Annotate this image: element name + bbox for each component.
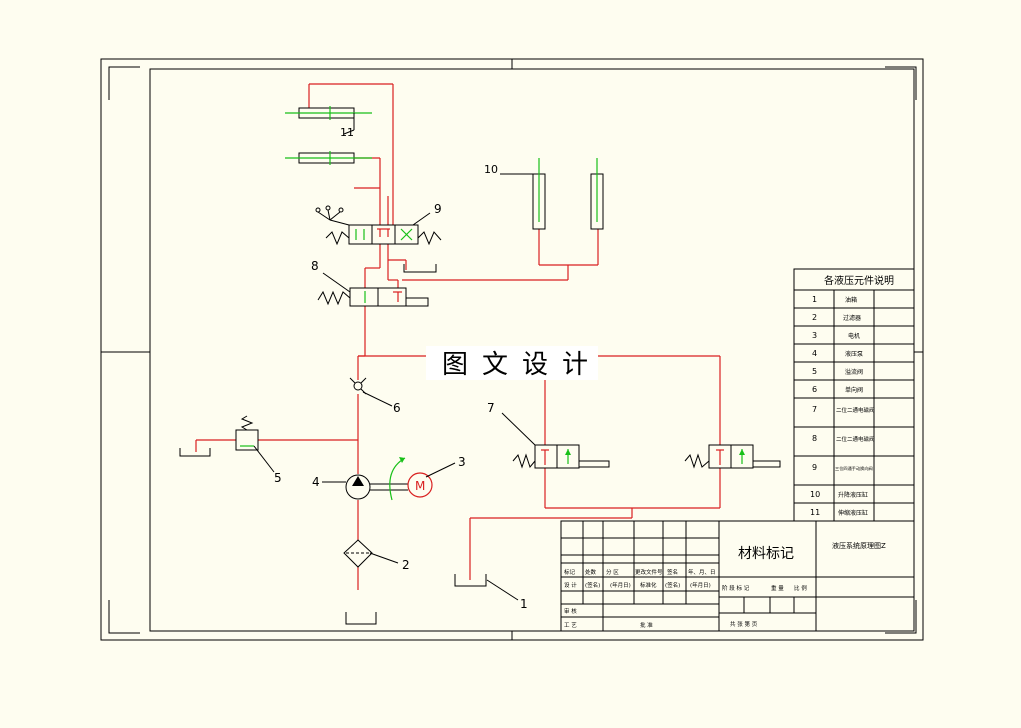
legend-name: 单向阀: [845, 386, 863, 394]
label-1: 1: [520, 597, 528, 611]
legend-num: 3: [812, 331, 817, 340]
label-6: 6: [393, 401, 401, 415]
frame-marks: [101, 59, 923, 640]
tb-header: 标记: [564, 568, 576, 576]
tb-header: 年、月、日: [688, 568, 716, 576]
legend-name: 二位二通电磁阀: [836, 406, 875, 414]
tank-symbols: [179, 264, 487, 625]
component-legend: 各液压元件说明 1 油箱 2 过滤器 3 电机 4 液压泵 5 溢流阀 6 单向…: [793, 268, 915, 522]
legend-name: 液压泵: [845, 350, 863, 358]
cylinders-11-symbol: [285, 106, 372, 165]
legend-num: 9: [812, 463, 817, 472]
label-7: 7: [487, 401, 495, 415]
tb-approve: 批 准: [640, 621, 653, 629]
material-mark: 材料标记: [738, 546, 794, 562]
label-4: 4: [312, 475, 320, 489]
label-8: 8: [311, 259, 319, 273]
valve-8-symbol: [317, 287, 429, 307]
label-3: 3: [458, 455, 466, 469]
pump-symbol: [345, 474, 408, 500]
tb-header: 分 区: [606, 568, 619, 576]
tb-stage: 阶 段 标 记: [722, 584, 750, 592]
tb-cell: 标准化: [640, 581, 657, 589]
tb-header: 处数: [585, 568, 597, 576]
label-11: 11: [340, 126, 354, 139]
title-block: 材料标记 液压系统原理图Z 标记 处数 分 区 更改文件号 签名 年、月、日 设…: [560, 520, 915, 632]
legend-name: 溢流阀: [845, 368, 863, 376]
label-9: 9: [434, 202, 442, 216]
label-10: 10: [484, 163, 498, 176]
tb-header: 更改文件号: [635, 568, 663, 576]
legend-title: 各液压元件说明: [824, 274, 894, 287]
relief-valve-symbol: [235, 415, 259, 451]
legend-name: 三位四通手动换向阀: [835, 465, 873, 472]
legend-num: 5: [812, 367, 817, 376]
legend-num: 8: [812, 434, 817, 443]
tb-process: 工 艺: [564, 622, 577, 629]
legend-num: 10: [810, 490, 820, 499]
tb-cell: (年月日): [690, 581, 711, 589]
watermark-bg: [426, 346, 598, 380]
legend-num: 7: [812, 405, 817, 414]
legend-num: 6: [812, 385, 817, 394]
cylinders-10-symbol: [500, 158, 604, 230]
label-5: 5: [274, 471, 282, 485]
valve-7-symbol: [512, 444, 610, 469]
hydraulic-lines: [195, 83, 721, 590]
legend-name: 升降液压缸: [838, 491, 868, 499]
check-valve-symbol: [349, 377, 367, 395]
tb-sheets: 共 张 第 页: [730, 620, 758, 628]
tb-review: 审 核: [564, 607, 577, 615]
legend-name: 二位二通电磁阀: [836, 435, 875, 443]
legend-name: 油箱: [845, 296, 857, 304]
legend-num: 2: [812, 313, 817, 322]
legend-name: 电机: [848, 332, 860, 340]
legend-name: 伸缩液压缸: [838, 509, 868, 517]
tb-stage: 比 例: [794, 584, 807, 592]
filter-symbol: [343, 539, 373, 568]
tb-stage: 重 量: [771, 584, 784, 592]
motor-symbol: [389, 457, 433, 501]
drawing-name: 液压系统原理图Z: [832, 541, 886, 550]
label-2: 2: [402, 558, 410, 572]
legend-num: 1: [812, 295, 817, 304]
legend-num: 11: [810, 508, 820, 517]
tb-cell: (签名): [665, 581, 680, 589]
valve-7b-symbol: [684, 444, 781, 469]
tb-cell: 设 计: [564, 581, 577, 589]
tb-header: 签名: [667, 568, 678, 576]
motor-letter: M: [415, 479, 425, 493]
leader-lines: [253, 212, 536, 601]
legend-num: 4: [812, 349, 817, 358]
watermark: 图文设计: [442, 350, 602, 380]
legend-name: 过滤器: [843, 314, 861, 322]
tb-cell: (签名): [585, 581, 600, 589]
tb-cell: (年月日): [610, 581, 631, 589]
valve-9-symbol: [315, 205, 442, 246]
